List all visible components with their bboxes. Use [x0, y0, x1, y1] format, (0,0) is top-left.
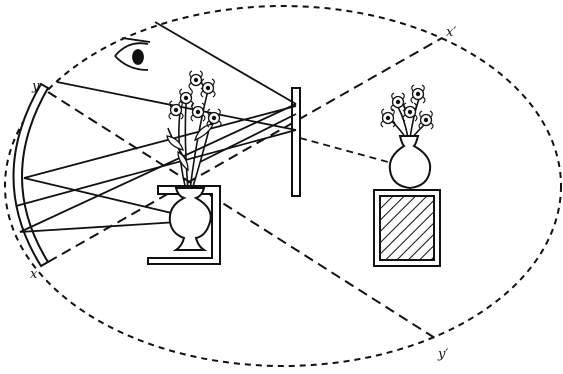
- label-y-prime: y′: [437, 347, 448, 362]
- label-x: x: [30, 267, 38, 282]
- label-y: y: [31, 79, 40, 94]
- virtual-ray: [300, 138, 388, 162]
- eye-icon: [115, 38, 150, 70]
- image-object-vase: [374, 85, 440, 266]
- light-rays: [16, 22, 296, 232]
- label-x-prime: x′: [446, 25, 456, 40]
- concave-mirror: [14, 84, 49, 266]
